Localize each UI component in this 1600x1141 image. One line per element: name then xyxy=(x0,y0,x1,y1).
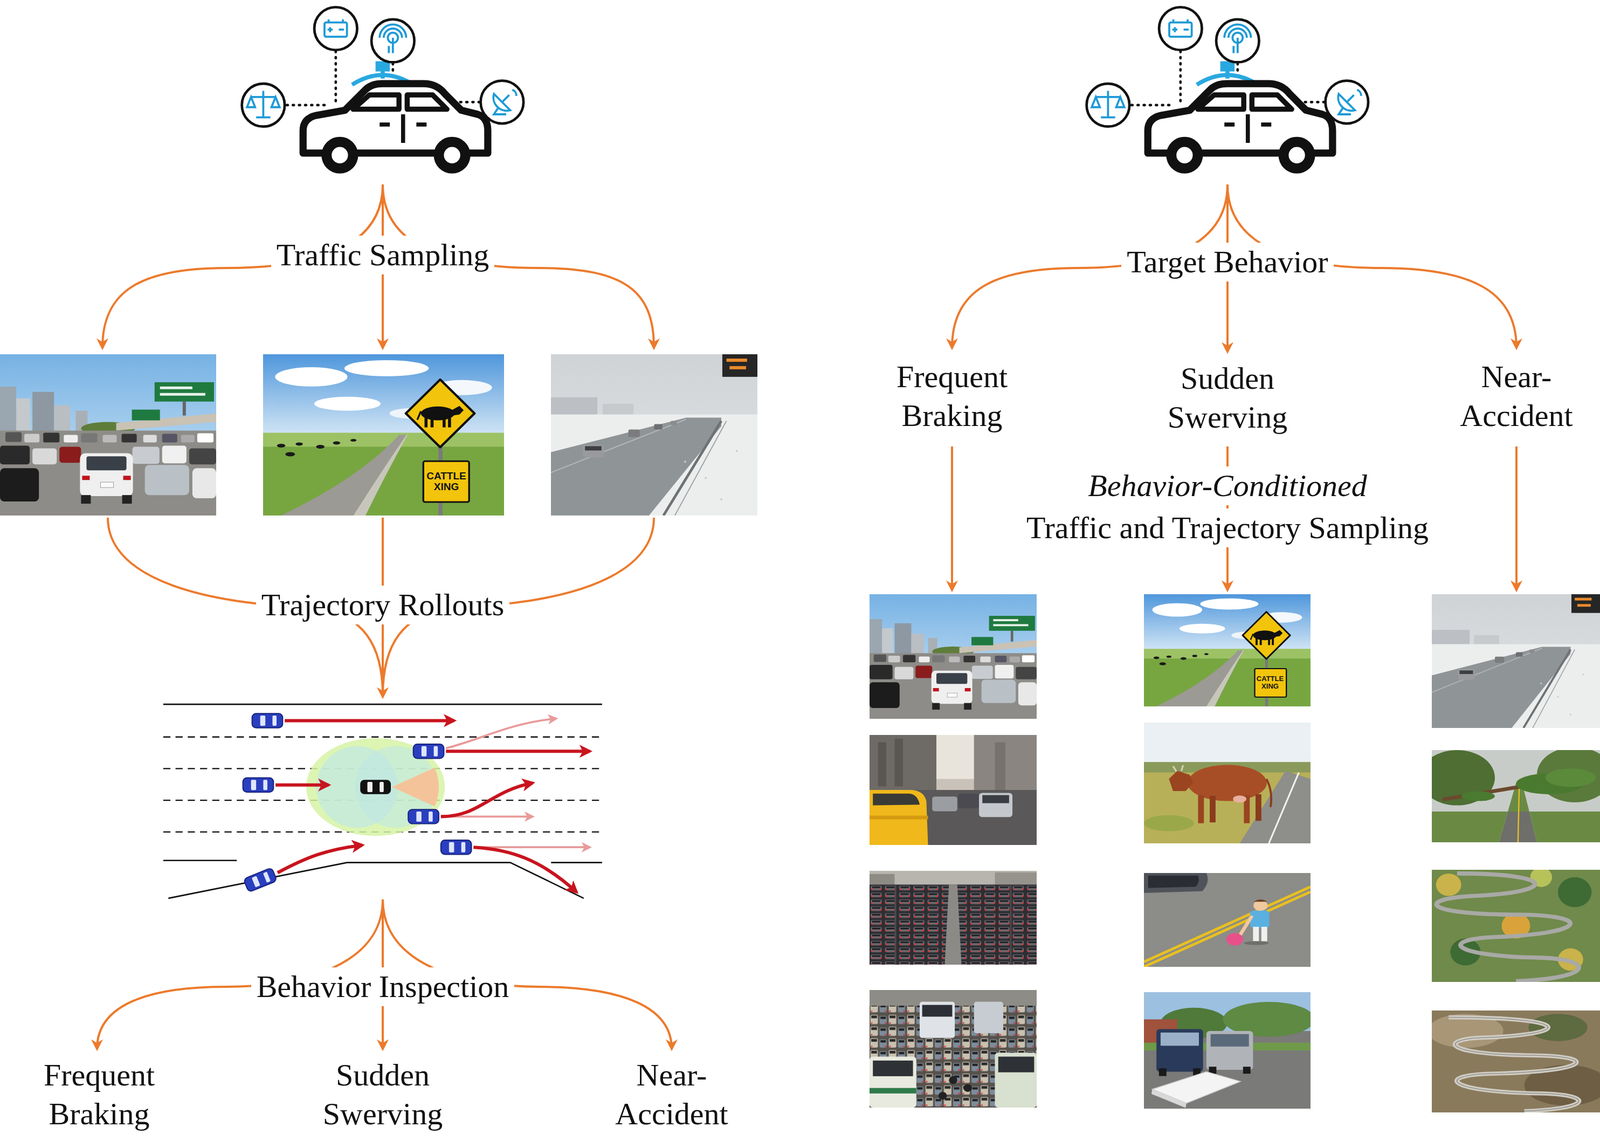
fallen-tree-photo xyxy=(1419,746,1600,843)
stage-label: Behavior-Conditioned xyxy=(1082,466,1373,506)
stage-label: Traffic and Trajectory Sampling xyxy=(1021,508,1434,548)
road-scene xyxy=(445,749,590,753)
stage-label: Behavior Inspection xyxy=(251,967,515,1007)
behavior-label: Near-Accident xyxy=(601,1055,742,1134)
cattle-photo xyxy=(1143,594,1311,707)
traffic-photo xyxy=(869,870,1037,965)
road-scene xyxy=(275,783,329,787)
road-scene xyxy=(275,720,590,892)
behavior-label: Sudden Swerving xyxy=(1146,359,1309,438)
winding-road-photo xyxy=(1431,867,1600,982)
road-scene xyxy=(284,718,454,722)
stage-label: Target Behavior xyxy=(1121,242,1334,282)
road-scene xyxy=(379,781,384,792)
road-scene xyxy=(168,862,584,899)
road-scene xyxy=(473,846,577,892)
road-scene xyxy=(413,743,445,759)
road-scene xyxy=(163,736,603,832)
debris-photo xyxy=(1143,991,1315,1109)
sign-text: CATTLE XING xyxy=(423,470,470,493)
road-scene xyxy=(408,809,439,824)
snow-photo xyxy=(1431,594,1600,728)
cow-photo xyxy=(1143,722,1311,844)
flow-arrow xyxy=(97,184,1517,1049)
road-scene xyxy=(367,781,372,792)
road-scene xyxy=(360,779,391,795)
stage-label: Trajectory Rollouts xyxy=(256,585,510,625)
traffic-photo xyxy=(0,354,217,516)
road-scene xyxy=(445,718,556,749)
vehicle-icon xyxy=(1086,7,1369,174)
behavior-label: Frequent Braking xyxy=(23,1055,175,1134)
road-scene xyxy=(163,860,603,899)
sign-text: CATTLE XING xyxy=(1254,674,1286,690)
road-scene xyxy=(163,859,237,861)
road-scene xyxy=(243,777,274,792)
behavior-label: Sudden Swerving xyxy=(301,1055,464,1134)
road-scene xyxy=(163,736,603,738)
traffic-photo xyxy=(869,594,1037,719)
flow-arrow xyxy=(1515,446,1518,590)
traffic-photo xyxy=(869,989,1037,1108)
stage-label: Traffic Sampling xyxy=(271,235,495,275)
flow-arrow xyxy=(950,446,954,590)
child-photo xyxy=(1143,872,1311,967)
road-scene xyxy=(440,782,533,817)
winding-road-photo xyxy=(1427,1010,1600,1113)
road-scene xyxy=(306,738,445,837)
road-scene xyxy=(440,718,590,848)
road-scene xyxy=(163,703,603,706)
road-scene xyxy=(440,839,472,855)
road-scene xyxy=(550,861,603,864)
traffic-photo xyxy=(869,734,1037,845)
road-scene xyxy=(163,704,603,899)
snow-photo xyxy=(550,354,758,516)
behavior-label: Frequent Braking xyxy=(876,357,1028,436)
vehicle-icon xyxy=(242,7,524,174)
cattle-photo xyxy=(263,354,505,516)
road-scene xyxy=(391,767,439,807)
road-scene xyxy=(243,867,278,893)
behavior-label: Near-Accident xyxy=(1446,357,1587,436)
road-scene xyxy=(277,844,363,873)
road-scene xyxy=(252,713,284,728)
